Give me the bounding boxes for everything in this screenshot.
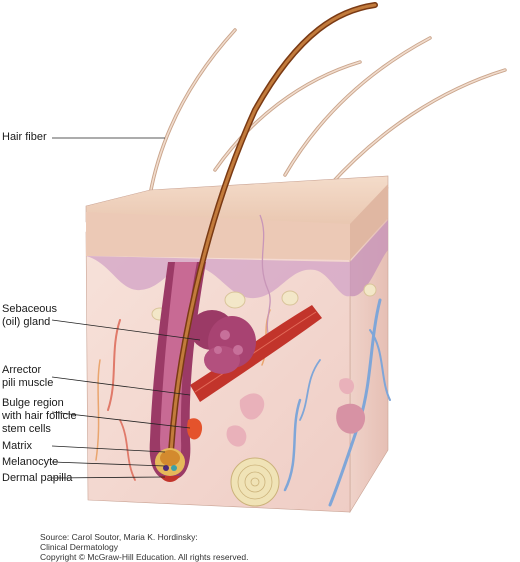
- label-bulge-region: Bulge region with hair follicle stem cel…: [2, 397, 77, 435]
- label-dermal-papilla: Dermal papilla: [2, 472, 73, 484]
- background-hairs: [148, 28, 507, 197]
- source-line: Source: Carol Soutor, Maria K. Hordinsky…: [40, 532, 198, 542]
- leader-lines: [51, 137, 201, 479]
- bulge-region: [187, 418, 203, 440]
- epidermis-front-band: [86, 212, 350, 260]
- dermal-structures: [151, 214, 377, 507]
- label-melanocyte: Melanocyte: [2, 456, 59, 468]
- sebaceous-gland: [190, 310, 256, 374]
- copyright-line: Copyright © McGraw-Hill Education. All r…: [40, 552, 249, 562]
- source-title: Clinical Dermatology: [40, 542, 118, 552]
- label-sebaceous-gland: Sebaceous (oil) gland: [2, 303, 58, 328]
- source-credit: Source: Carol Soutor, Maria K. Hordinsky…: [40, 532, 248, 562]
- papillary-dermis: [86, 256, 350, 299]
- label-hair-fiber: Hair fiber: [2, 131, 47, 143]
- hair-bulb: [155, 448, 185, 482]
- label-matrix: Matrix: [2, 440, 32, 452]
- label-arrector-pili-muscle: Arrector pili muscle: [2, 364, 54, 389]
